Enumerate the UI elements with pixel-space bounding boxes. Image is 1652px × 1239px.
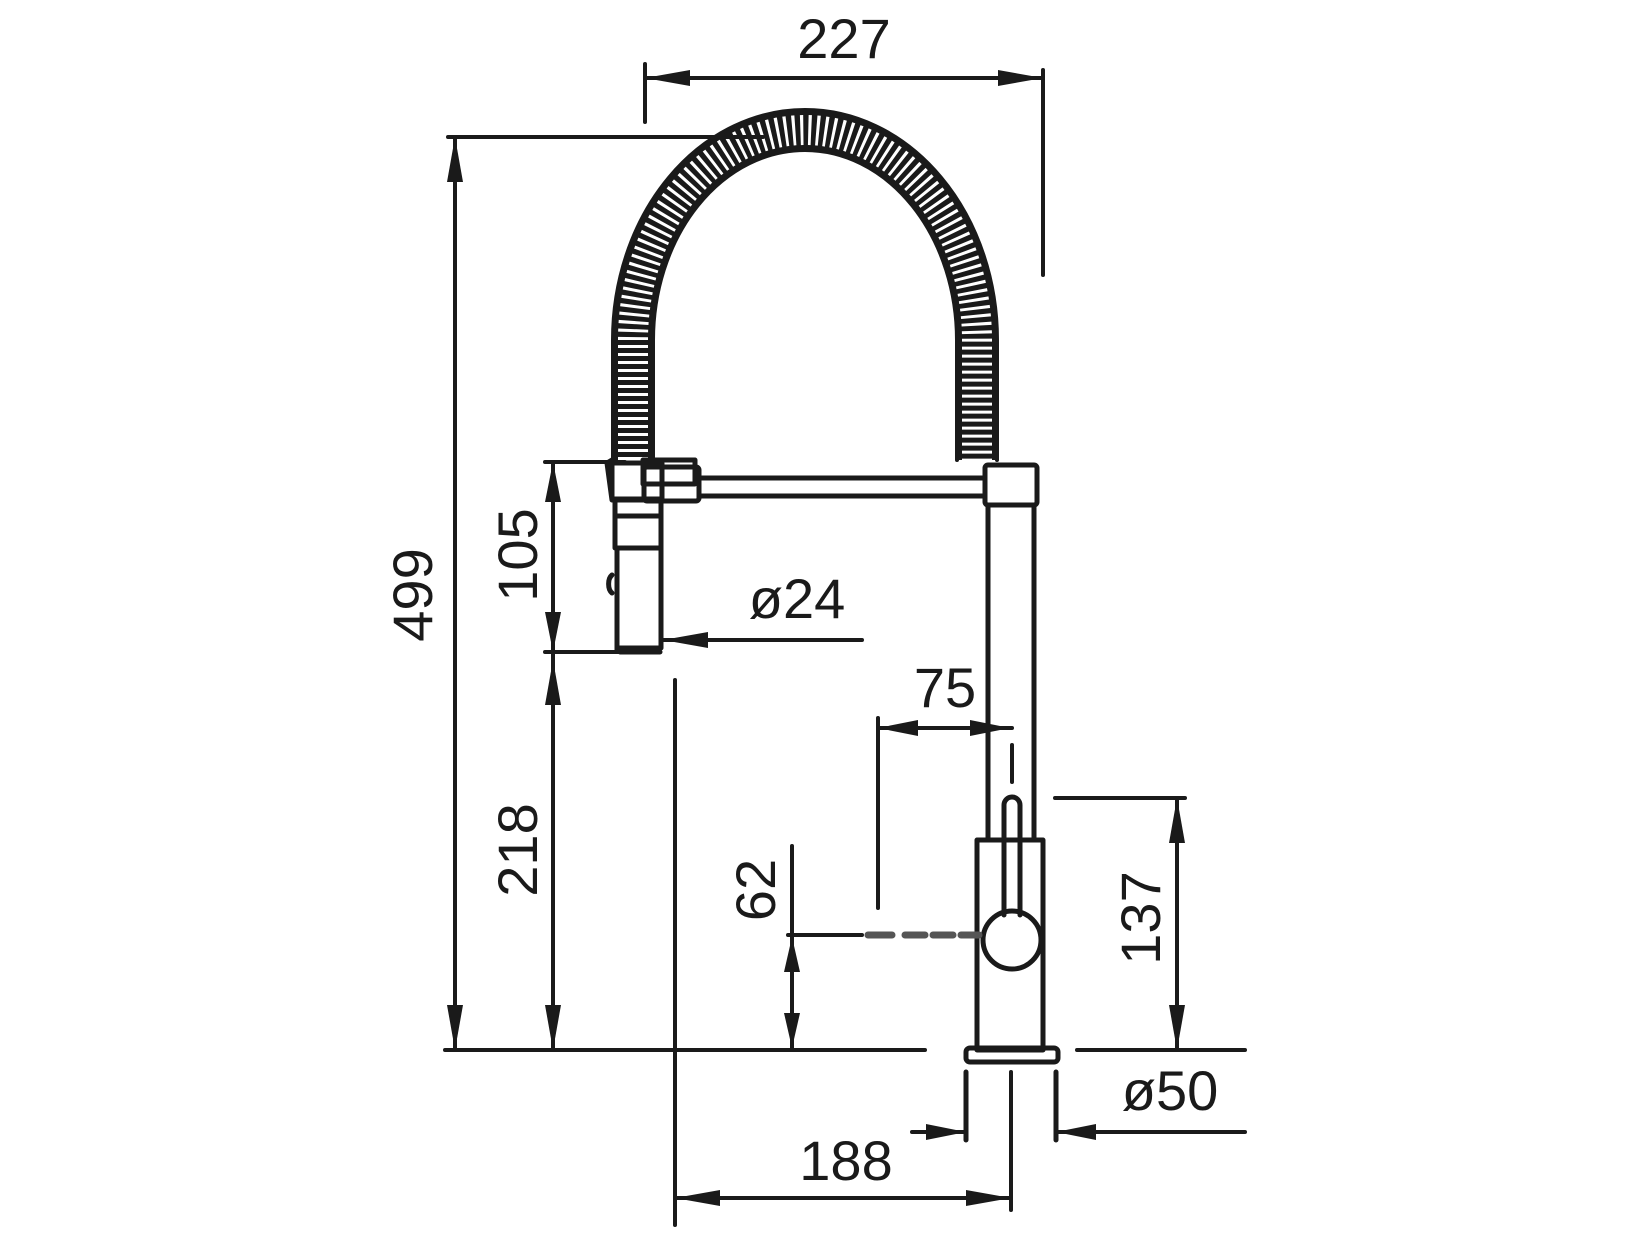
- dim-label-499: 499: [381, 548, 444, 641]
- faucet-outline: [604, 108, 1061, 1212]
- dim-label-75: 75: [914, 656, 976, 719]
- mounting-shank: [963, 1069, 1059, 1212]
- dim-spray-head-diameter: ø24: [661, 567, 864, 648]
- dim-spray-head-height: 105: [486, 460, 627, 654]
- spout-joint: [982, 462, 1040, 508]
- dim-label-62: 62: [724, 859, 787, 921]
- dim-spray-head-bottom-height: 218: [486, 650, 561, 1052]
- spray-head: [604, 457, 702, 655]
- dim-lever-axis-height: 62: [724, 844, 864, 1052]
- faucet-column: [985, 502, 1037, 843]
- base-plate: [963, 1045, 1061, 1065]
- flexible-hose: [611, 108, 999, 462]
- dim-body-height: 137: [1053, 796, 1187, 1052]
- dim-overall-width: 227: [643, 7, 1045, 277]
- dim-overall-height: 499: [381, 135, 765, 1052]
- dim-spout-reach: 188: [673, 1129, 1013, 1206]
- dim-label-105: 105: [486, 508, 549, 601]
- spout-bar: [697, 475, 988, 499]
- dim-label-227: 227: [797, 7, 890, 70]
- dim-label-o50: ø50: [1122, 1059, 1219, 1122]
- dim-label-218: 218: [486, 803, 549, 896]
- dim-label-137: 137: [1109, 871, 1172, 964]
- dim-base-diameter: ø50: [910, 1059, 1247, 1140]
- dim-lever-offset: 75: [876, 656, 1014, 910]
- dim-label-188: 188: [799, 1129, 892, 1192]
- dim-label-o24: ø24: [749, 567, 846, 630]
